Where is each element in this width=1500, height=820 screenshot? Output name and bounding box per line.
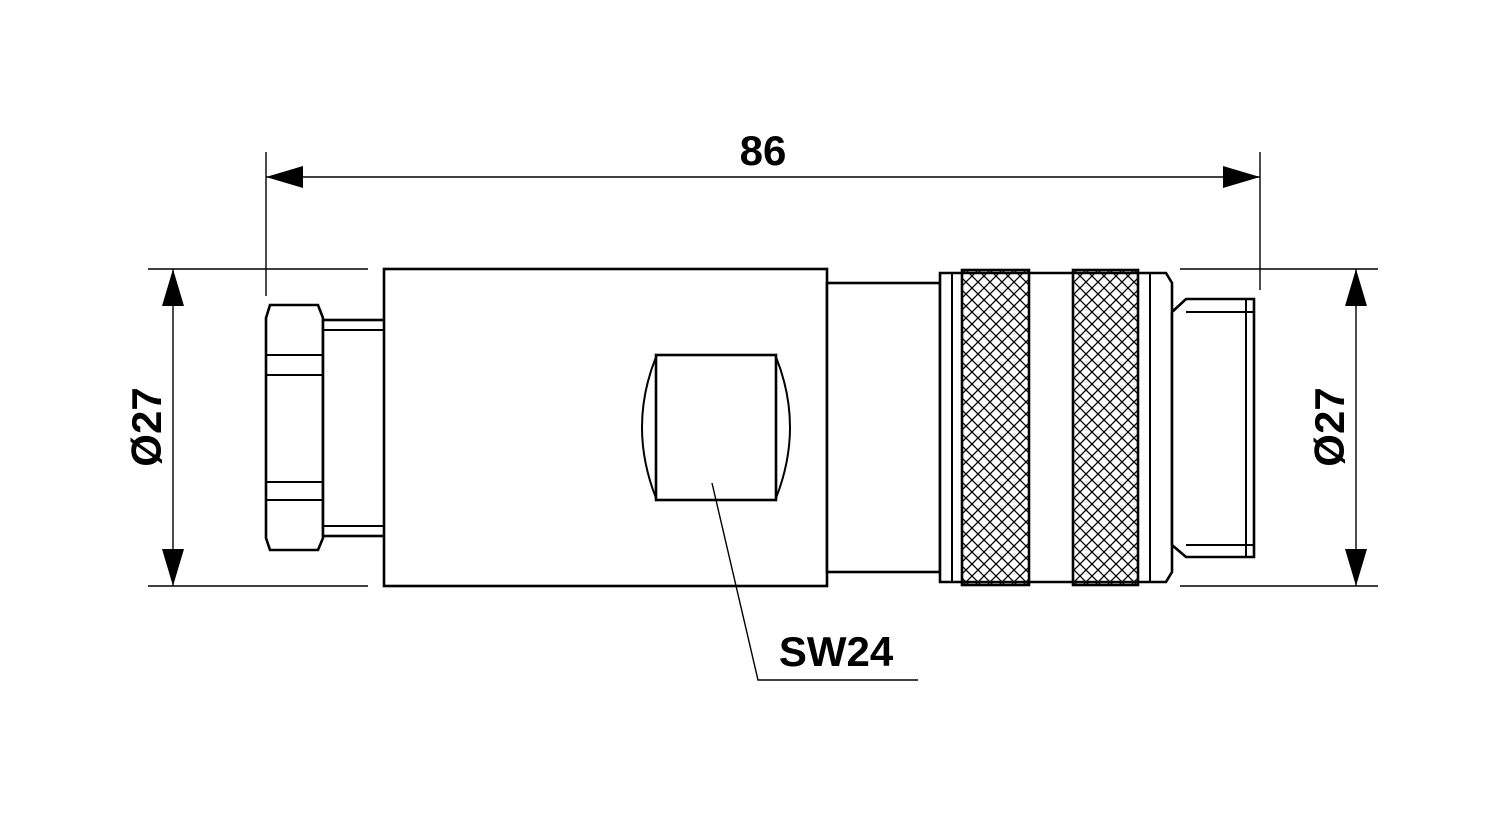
wrench-flat-curve-right [775,356,791,499]
nut-neck [321,318,387,538]
diameter-dimension-left: Ø27 [123,268,368,587]
length-dimension: 86 [265,127,1261,296]
shaft [825,281,942,574]
length-label: 86 [740,127,787,174]
threaded-tip [1170,297,1256,559]
knurl-band-left [960,268,1031,587]
arrowhead-bottom-left [162,549,184,586]
arrowhead-bottom-right [1345,549,1367,586]
main-body [382,267,829,588]
wrench-flat-curve-left [641,356,657,499]
knurled-coupling [938,268,1174,587]
arrowhead-right [1223,166,1260,188]
arrowhead-left [266,166,303,188]
diameter-dimension-right: Ø27 [1180,268,1378,587]
diameter-label-left: Ø27 [123,387,170,466]
diameter-label-right: Ø27 [1306,387,1353,466]
wrench-flat [654,353,778,502]
arrowhead-top-right [1345,269,1367,306]
wrench-leader: SW24 [711,482,918,681]
wrench-size-label: SW24 [779,628,894,675]
leader-line [711,482,918,681]
arrowhead-top-left [162,269,184,306]
hex-nut [264,303,325,552]
knurl-band-right [1071,268,1140,587]
